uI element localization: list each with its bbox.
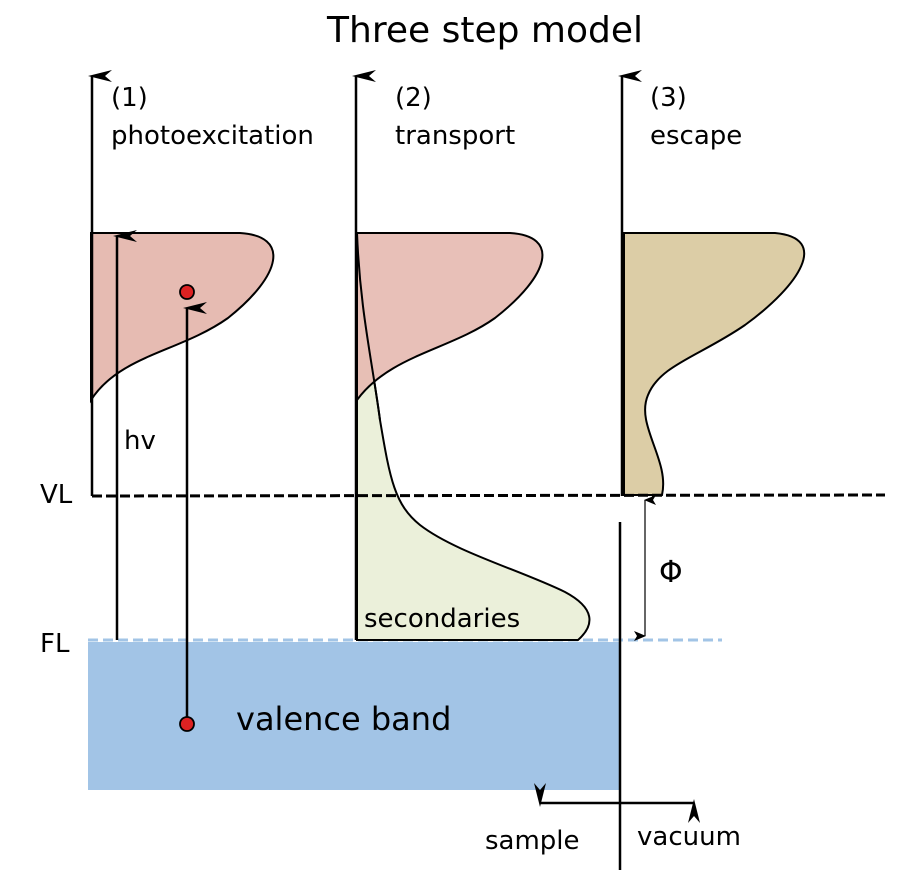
diagram-title: Three step model bbox=[326, 10, 643, 51]
fermi-level-label: FL bbox=[40, 629, 70, 659]
vacuum-level-line bbox=[91, 493, 886, 498]
valence-band-label: valence band bbox=[236, 700, 451, 738]
step2-name: transport bbox=[395, 121, 515, 151]
excited-distribution-step2 bbox=[356, 232, 544, 404]
step1-name: photoexcitation bbox=[111, 121, 314, 151]
hv-label: hv bbox=[124, 426, 156, 456]
step2-number: (2) bbox=[395, 83, 432, 113]
excited-electron bbox=[179, 284, 195, 300]
vacuum-label: vacuum bbox=[637, 822, 741, 852]
secondaries-outline bbox=[356, 232, 381, 421]
excited-distribution-step1 bbox=[90, 232, 275, 404]
valence-band-region bbox=[88, 642, 620, 790]
step3-number: (3) bbox=[650, 83, 687, 113]
work-function-label: Φ bbox=[659, 555, 683, 590]
secondaries-label: secondaries bbox=[364, 604, 520, 634]
step3-name: escape bbox=[650, 121, 742, 151]
sample-label: sample bbox=[485, 826, 580, 856]
vacuum-level-label: VL bbox=[40, 480, 73, 510]
step1-number: (1) bbox=[111, 83, 148, 113]
ground-electron bbox=[179, 716, 195, 732]
escape-distribution bbox=[623, 232, 806, 496]
